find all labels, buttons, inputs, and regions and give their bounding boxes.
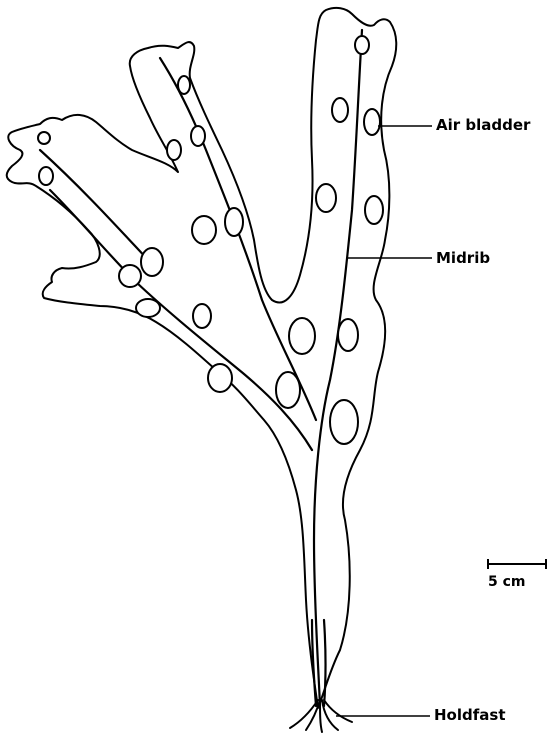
air-bladder <box>192 216 216 244</box>
air-bladder <box>316 184 336 212</box>
air-bladder <box>289 318 315 354</box>
air-bladder <box>225 208 243 236</box>
air-bladder <box>330 400 358 444</box>
air-bladder <box>365 196 383 224</box>
air-bladder <box>178 76 190 94</box>
air-bladder <box>136 299 160 317</box>
air-bladder <box>355 36 369 54</box>
scale-bar-label: 5 cm <box>488 574 526 590</box>
midrib-label: Midrib <box>436 251 490 266</box>
air-bladder <box>38 132 50 144</box>
air-bladder <box>141 248 163 276</box>
air-bladder <box>364 109 380 135</box>
air-bladder <box>332 98 348 122</box>
air-bladder <box>119 265 141 287</box>
air-bladder <box>193 304 211 328</box>
air-bladder-label: Air bladder <box>436 118 530 133</box>
scale-bar <box>488 559 546 569</box>
air-bladder <box>338 319 358 351</box>
air-bladder <box>167 140 181 160</box>
air-bladder <box>208 364 232 392</box>
air-bladder <box>191 126 205 146</box>
air-bladder <box>276 372 300 408</box>
holdfast-label: Holdfast <box>434 708 505 723</box>
air-bladder <box>39 167 53 185</box>
